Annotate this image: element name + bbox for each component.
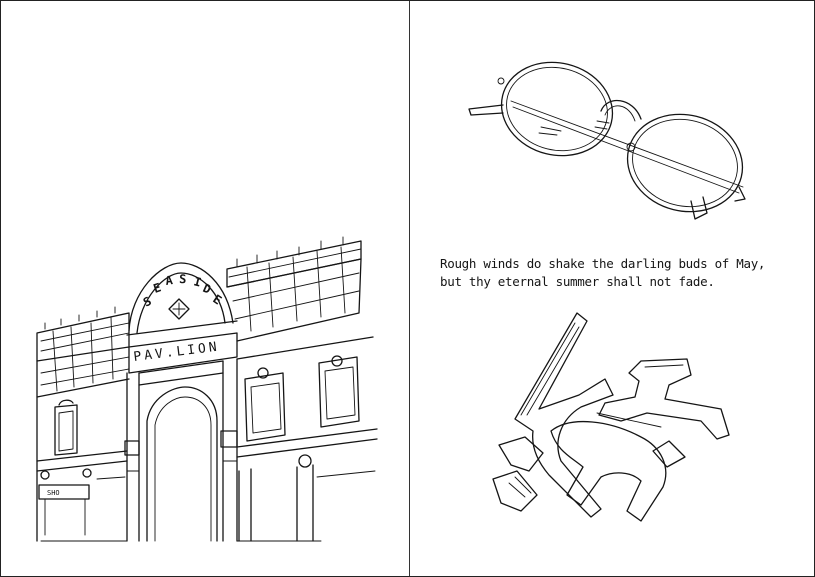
svg-text:I: I bbox=[192, 274, 202, 289]
arch-facade: S E A S I D E PAV.LION bbox=[124, 262, 238, 542]
svg-text:S: S bbox=[179, 272, 187, 286]
page-gutter bbox=[409, 1, 410, 576]
svg-text:S: S bbox=[141, 294, 154, 310]
right-page-drawings bbox=[468, 61, 746, 522]
right-wing bbox=[236, 336, 378, 542]
quote-line: Rough winds do shake the darling buds of… bbox=[440, 256, 766, 271]
svg-text:E: E bbox=[210, 292, 224, 308]
hair-clips-icon bbox=[492, 312, 730, 522]
svg-text:SHO: SHO bbox=[47, 489, 60, 497]
left-page: S E A S I D E PAV.LION bbox=[1, 1, 409, 576]
left-wing: SHO bbox=[36, 396, 128, 542]
right-page: Rough winds do shake the darling buds of… bbox=[410, 1, 814, 576]
svg-text:A: A bbox=[164, 273, 174, 288]
seaside-pavilion-illustration: S E A S I D E PAV.LION bbox=[36, 236, 378, 542]
svg-text:E: E bbox=[152, 280, 163, 296]
quote-line: but thy eternal summer shall not fade. bbox=[440, 274, 715, 289]
glasses-icon bbox=[468, 61, 746, 220]
poem-quote: Rough winds do shake the darling buds of… bbox=[440, 255, 800, 291]
canopy bbox=[36, 236, 362, 398]
